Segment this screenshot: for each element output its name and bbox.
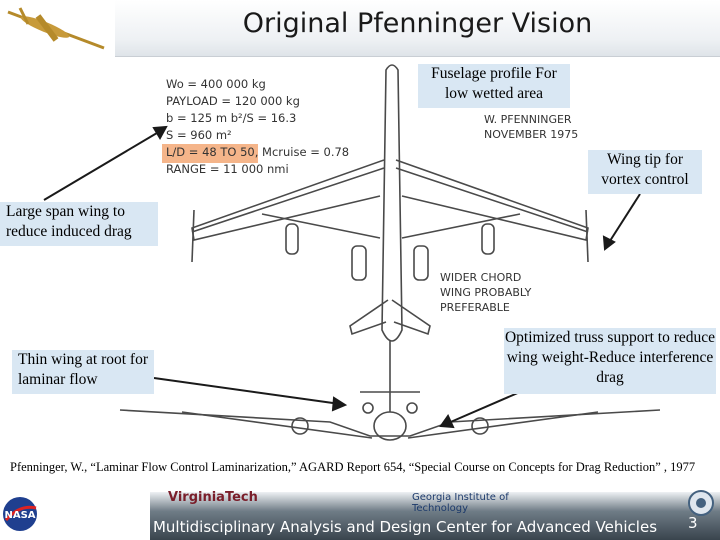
spec-area: S = 960 m² xyxy=(166,128,232,142)
reference-citation: Pfenninger, W., “Laminar Flow Control La… xyxy=(10,460,696,474)
callout-thin-wing: Thin wing at root for laminar flow xyxy=(12,350,154,394)
spec-table: Wo = 400 000 kg PAYLOAD = 120 000 kg b =… xyxy=(166,76,366,178)
spec-ld: L/D = 48 TO 50, Mcruise = 0.78 xyxy=(166,145,350,159)
spec-span: b = 125 m b²/S = 16.3 xyxy=(166,111,297,125)
spec-range: RANGE = 11 000 nmi xyxy=(166,162,289,176)
ld-highlight xyxy=(162,144,258,163)
virginia-tech-logo: VirginiaTech xyxy=(168,490,258,505)
seal-icon xyxy=(688,490,714,516)
aircraft-drawing xyxy=(43,64,661,441)
note-line-1: WIDER CHORD xyxy=(440,271,522,284)
footer-text: Multidisciplinary Analysis and Design Ce… xyxy=(152,518,658,536)
georgia-tech-logo: Georgia Institute of Technology xyxy=(412,492,509,514)
drawing-credit: W. PFENNINGER NOVEMBER 1975 xyxy=(484,112,604,142)
glider-logo xyxy=(0,0,115,56)
footer-bar xyxy=(150,492,720,540)
nasa-logo-text: NASA xyxy=(4,510,35,521)
note-line-2: WING PROBABLY xyxy=(440,286,532,299)
credit-author: W. PFENNINGER xyxy=(484,113,572,126)
credit-date: NOVEMBER 1975 xyxy=(484,128,579,141)
note-line-3: PREFERABLE xyxy=(440,301,510,314)
callout-wingtip: Wing tip for vortex control xyxy=(588,150,702,194)
callout-fuselage: Fuselage profile For low wetted area xyxy=(418,64,570,108)
header-bar xyxy=(115,0,720,57)
nasa-logo: NASA xyxy=(0,494,40,534)
callout-truss: Optimized truss support to reduce wing w… xyxy=(504,328,716,394)
spec-payload: PAYLOAD = 120 000 kg xyxy=(166,94,300,108)
spec-weight: Wo = 400 000 kg xyxy=(166,77,266,91)
page-number: 3 xyxy=(688,514,698,532)
callout-large-span: Large span wing to reduce induced drag xyxy=(0,202,158,246)
drawing-note: WIDER CHORD WING PROBABLY PREFERABLE xyxy=(440,270,560,315)
page-title: Original Pfenninger Vision xyxy=(242,8,593,39)
